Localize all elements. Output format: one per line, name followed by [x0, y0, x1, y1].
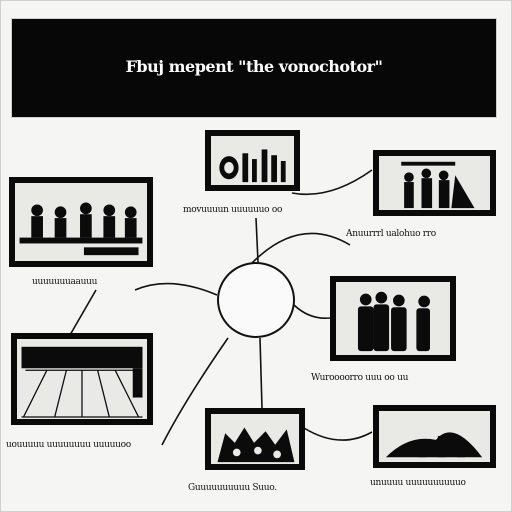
stage-floor-icon: [21, 346, 143, 418]
caption-lower-left: uouuuuu uuuuuuuu uuuuuoo: [6, 440, 131, 450]
link-hub-upper-left: [134, 282, 218, 296]
caption-middle-right: Wuroooorro uuu oo uu: [311, 373, 409, 383]
link-top-right: [291, 169, 373, 196]
landscape-figures-icon: [385, 432, 483, 458]
caption-top-right: Anuurrrl ualohuo rro: [346, 229, 436, 239]
caption-bottom-center: Guuuuuuuuuu Suuo.: [188, 483, 277, 493]
banner-title: Fbuj mepent "the vonochotor": [125, 57, 383, 76]
link-hub-bottom-center: [259, 337, 263, 409]
bottles-icon: [219, 149, 286, 183]
crowd-table-icon: [19, 202, 143, 256]
caption-upper-left: uuuuuuuaauuu: [32, 277, 98, 287]
panel-upper-left[interactable]: [9, 177, 153, 267]
panel-top-right[interactable]: [373, 150, 496, 216]
link-upper-left-down: [69, 289, 97, 336]
figures-cluster-icon: [217, 427, 295, 463]
panel-bottom-right[interactable]: [373, 405, 496, 468]
people-standing-icon: [357, 291, 430, 352]
panel-top-center[interactable]: [205, 130, 300, 191]
people-group-icon: [401, 161, 475, 209]
caption-top-center: movuuuun uuuuuuo oo: [183, 205, 283, 215]
link-hub-middle-right: [293, 304, 331, 320]
link-hub-top-right: [251, 232, 351, 264]
link-top-center-caption: [255, 217, 259, 263]
title-banner: Fbuj mepent "the vonochotor": [11, 18, 497, 118]
hub-circle: [217, 262, 295, 338]
link-bottom-right: [303, 427, 373, 441]
panel-middle-right[interactable]: [330, 276, 456, 361]
link-hub-lower-left: [161, 337, 229, 446]
panel-lower-left[interactable]: [11, 333, 153, 425]
caption-bottom-right: unuuuu uuuuuuuuuuo: [370, 478, 466, 488]
panel-bottom-center[interactable]: [205, 408, 305, 470]
